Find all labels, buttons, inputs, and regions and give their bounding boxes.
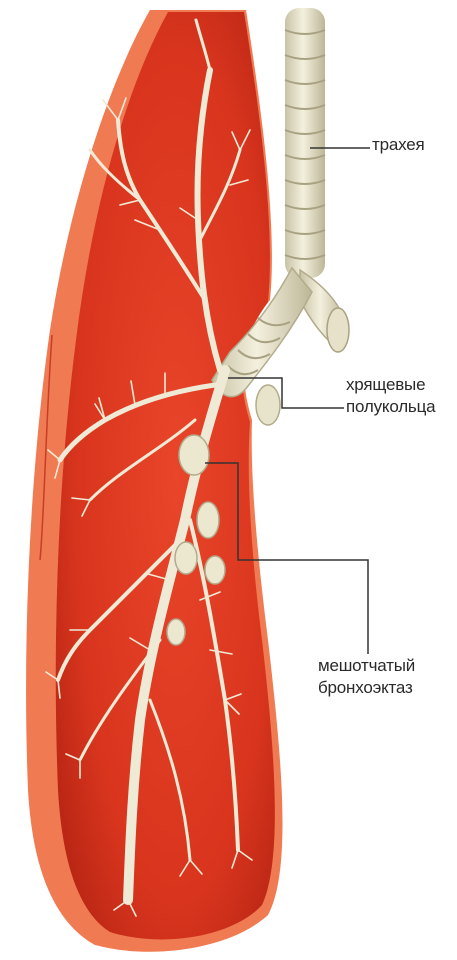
- label-bronchiectasis-line-2: бронхоэктаз: [318, 677, 415, 699]
- trachea-tube: [285, 8, 325, 278]
- sac-3: [175, 542, 197, 574]
- label-bronchiectasis-line-1: мешотчатый: [318, 655, 415, 677]
- label-trachea: трахея: [372, 134, 424, 156]
- sac-1: [179, 435, 209, 475]
- sac-5: [167, 619, 185, 645]
- lung-shape: [26, 10, 282, 952]
- lung-body: [56, 12, 275, 939]
- trachea: [285, 8, 325, 278]
- label-trachea-text: трахея: [372, 134, 424, 156]
- sac-4: [205, 556, 225, 584]
- bronchus-bulge: [256, 385, 280, 425]
- label-cartilage-line-1: хрящевые: [346, 374, 435, 396]
- right-bronchus-opening: [327, 308, 349, 352]
- sac-2: [197, 502, 219, 538]
- label-saccular-bronchiectasis: мешотчатый бронхоэктаз: [318, 655, 415, 699]
- label-cartilage-rings: хрящевые полукольца: [346, 374, 435, 418]
- label-cartilage-line-2: полукольца: [346, 396, 435, 418]
